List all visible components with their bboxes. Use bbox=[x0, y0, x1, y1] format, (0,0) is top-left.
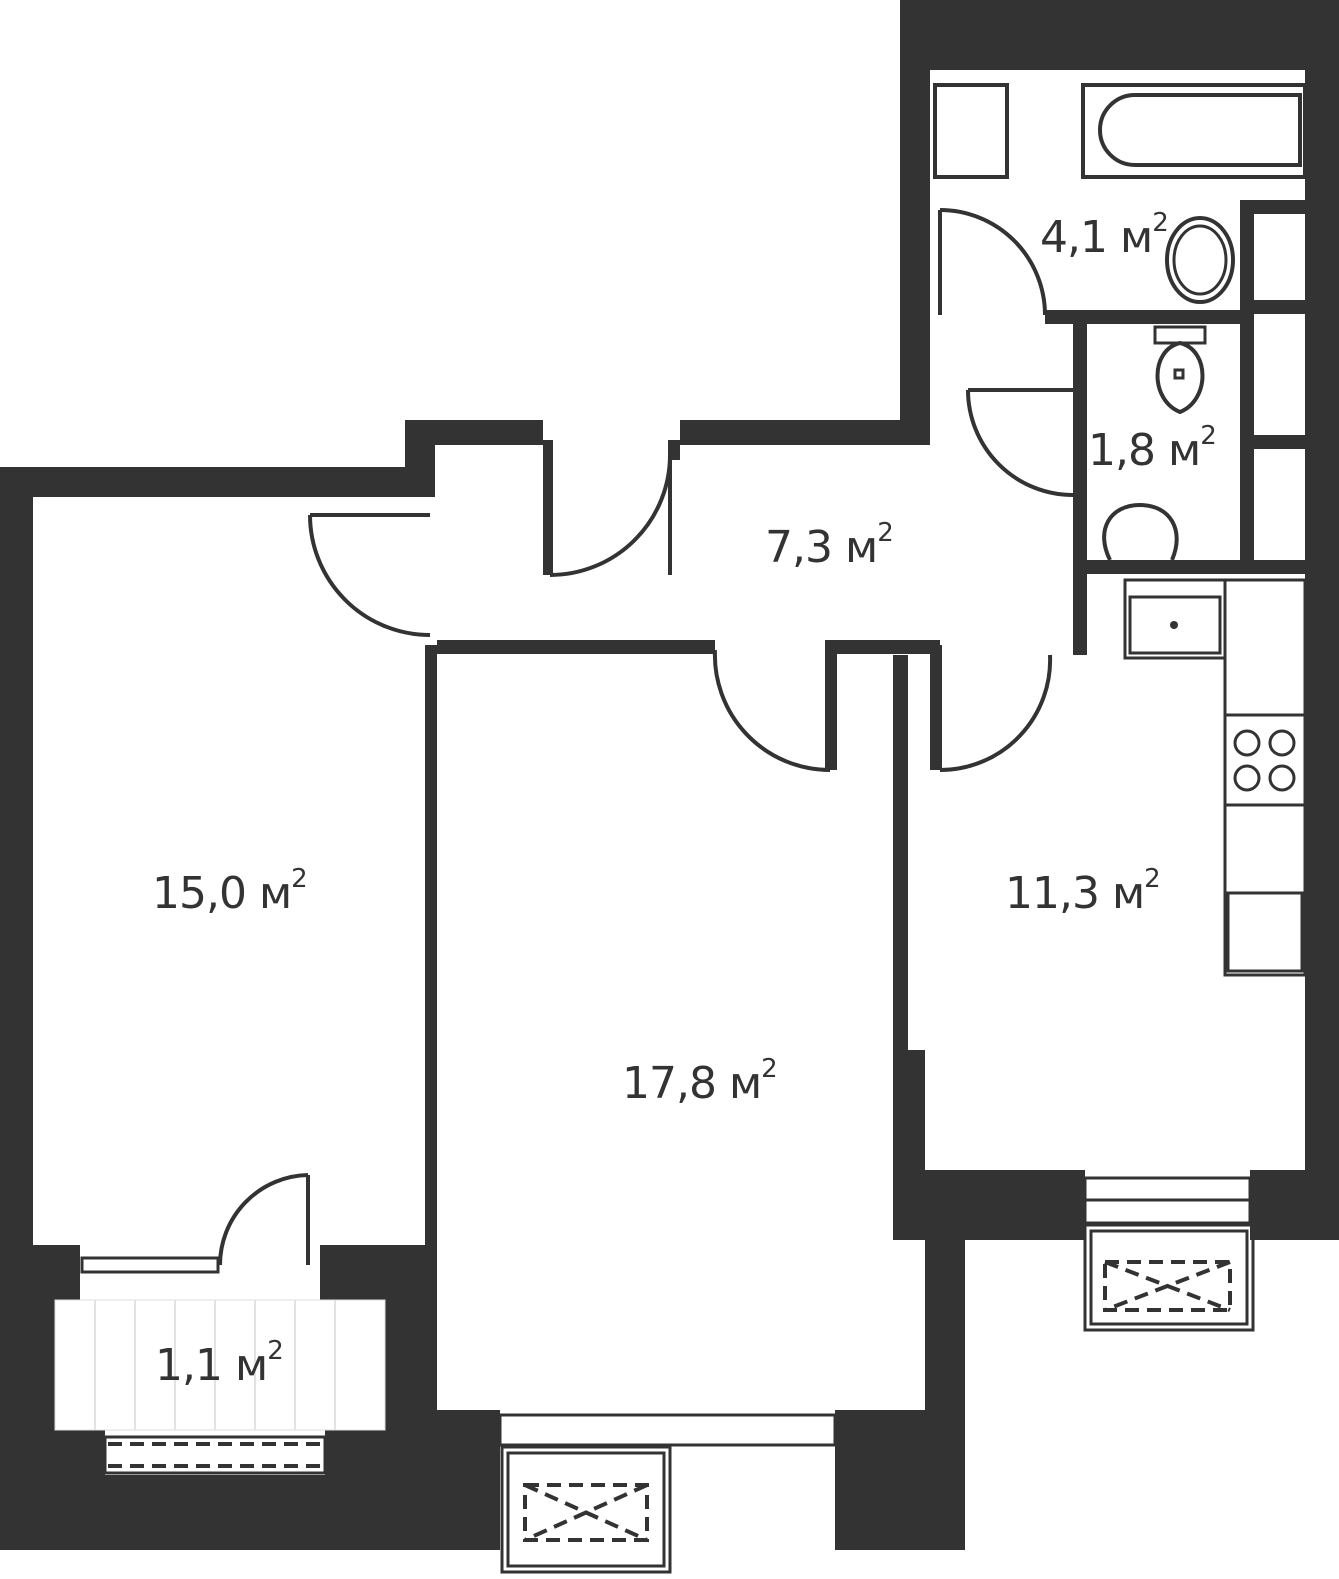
room-area-bathroom: 4,1 м2 bbox=[1040, 208, 1169, 263]
door-arc-balcony bbox=[218, 1173, 309, 1266]
stove bbox=[1223, 713, 1307, 807]
sink bbox=[1165, 216, 1235, 304]
door-arc-bathroom bbox=[939, 208, 1047, 316]
room-area-hallway: 7,3 м2 bbox=[765, 518, 894, 573]
ac-unit-kitchen bbox=[1083, 1223, 1255, 1332]
doors bbox=[218, 208, 1074, 1266]
room-area-bedroom: 15,0 м2 bbox=[152, 864, 308, 919]
door-arc-bedroom bbox=[308, 514, 431, 637]
balcony-floor bbox=[54, 1299, 386, 1431]
kitchen-fixtures bbox=[1123, 578, 1307, 977]
windows bbox=[80, 1176, 1252, 1475]
washing-machine bbox=[933, 83, 1009, 179]
room-area-toilet: 1,8 м2 bbox=[1088, 421, 1217, 476]
toilet-tank bbox=[1153, 325, 1207, 345]
door-arc-toilet bbox=[966, 389, 1074, 497]
room-area-living-room: 17,8 м2 bbox=[622, 1054, 778, 1109]
toilet-sink bbox=[1102, 502, 1179, 561]
door-arc-living bbox=[712, 649, 831, 773]
ac-unit-living bbox=[500, 1445, 672, 1574]
bathtub bbox=[1081, 83, 1307, 179]
door-arc-kitchen bbox=[939, 654, 1053, 773]
oven bbox=[1226, 891, 1304, 973]
room-area-balcony: 1,1 м2 bbox=[155, 1336, 284, 1391]
kitchen-sink bbox=[1123, 578, 1227, 660]
door-arc-entrance bbox=[549, 454, 672, 577]
bathroom-fixtures bbox=[933, 83, 1307, 561]
room-area-kitchen: 11,3 м2 bbox=[1005, 864, 1161, 919]
toilet-bowl bbox=[1155, 340, 1205, 415]
